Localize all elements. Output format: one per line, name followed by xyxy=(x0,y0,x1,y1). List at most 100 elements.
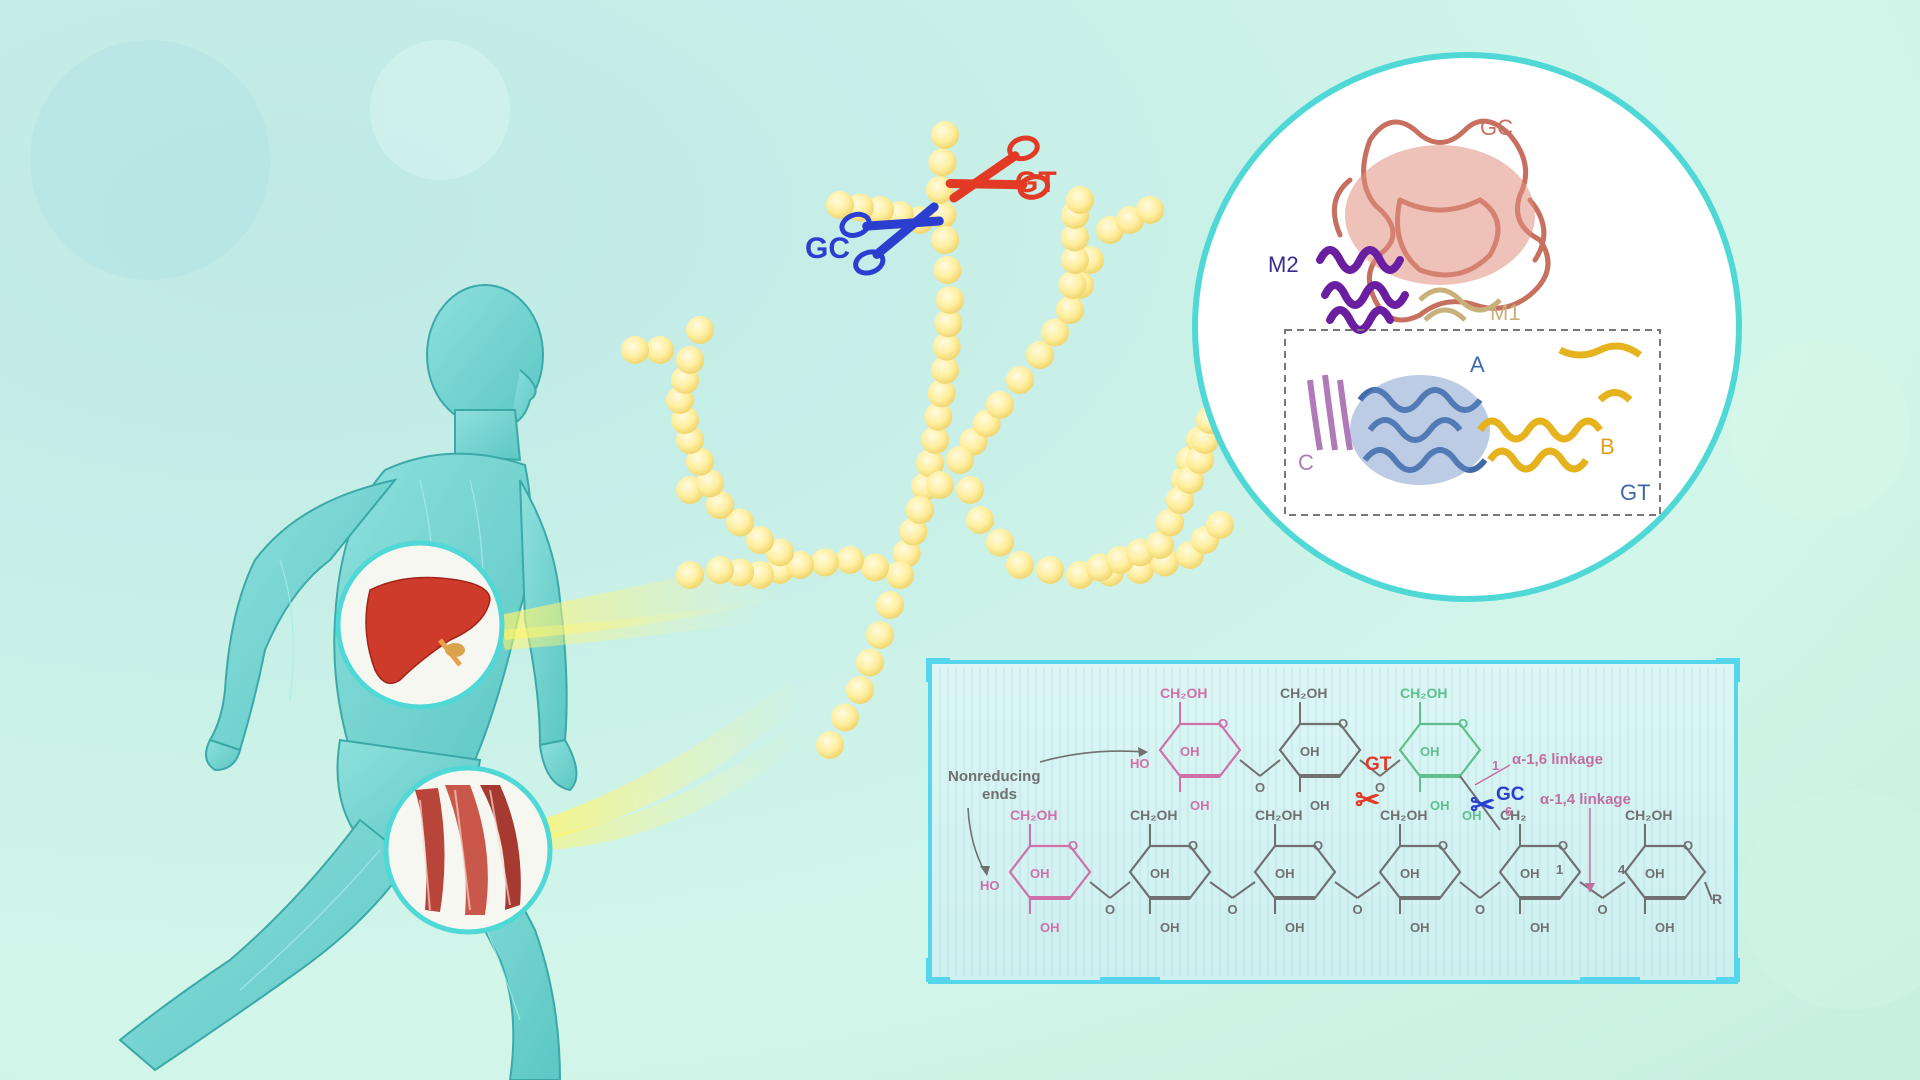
glucose-bead xyxy=(686,447,714,476)
glucose-bead xyxy=(926,471,954,499)
chem-atom: CH₂OH xyxy=(1625,807,1672,823)
glucose-bead xyxy=(936,286,964,314)
chem-labels: Nonreducing ends GT ✂ GC ✂ α-1,6 linkage… xyxy=(948,747,1631,893)
glucose-bead xyxy=(1056,296,1084,324)
glucose-bead xyxy=(1058,271,1087,299)
glucose-bead xyxy=(933,256,962,284)
glucose-bead xyxy=(811,548,839,577)
structure-label-m1: M1 xyxy=(1490,300,1521,325)
gc-cut-label: GC xyxy=(1496,784,1525,805)
glucose-bead xyxy=(726,508,754,537)
gt-cut-scissors-icon: ✂ xyxy=(1355,784,1380,817)
gc-scissors-label: GC xyxy=(805,232,850,265)
chem-atom: O xyxy=(1218,716,1228,731)
glycogen-chemical-panel: OCH₂OHOHOHHOOCH₂OHOHOHOCH₂OHOHOHOCH₂OHOH… xyxy=(926,658,1740,984)
glucose-bead xyxy=(931,356,959,384)
glucose-bead xyxy=(766,538,794,567)
glucose-bead xyxy=(1006,366,1034,394)
glucose-bead xyxy=(1041,318,1069,347)
glucose-bead xyxy=(1206,511,1234,539)
chem-atom: OH xyxy=(1655,920,1675,935)
glucose-bead xyxy=(899,517,928,546)
chem-atom: OH xyxy=(1030,866,1050,881)
structure-label-m2: M2 xyxy=(1268,252,1299,277)
chem-atom: O xyxy=(1188,838,1198,853)
chem-atom: OH xyxy=(1410,920,1430,935)
chem-atom: O xyxy=(1068,838,1078,853)
alpha14-label: α-1,4 linkage xyxy=(1540,791,1631,808)
chem-atom: OH xyxy=(1160,920,1180,935)
glucose-bead xyxy=(946,446,974,474)
glucose-bead xyxy=(1026,341,1054,369)
glucose-bead xyxy=(921,426,949,454)
chem-atom: OH xyxy=(1430,798,1450,813)
gc-cut-scissors-icon: ✂ xyxy=(1470,789,1495,822)
glucose-bead xyxy=(786,551,814,579)
glucose-bead xyxy=(816,731,844,759)
glucose-bead xyxy=(676,346,704,374)
carbon-number: 4 xyxy=(1618,862,1626,877)
glucose-bead xyxy=(621,336,649,364)
glycosidic-oxygen: O xyxy=(1375,780,1385,795)
human-body xyxy=(118,284,578,1080)
glucose-bead xyxy=(1156,508,1184,537)
glucose-bead xyxy=(886,561,914,589)
glycosidic-oxygen: O xyxy=(1475,902,1485,917)
chem-atom: CH₂OH xyxy=(1255,807,1302,823)
gt-cut-label: GT xyxy=(1365,754,1392,775)
glucose-bead xyxy=(1036,556,1064,584)
chem-atom: OH xyxy=(1645,866,1665,881)
glucose-bead xyxy=(1146,531,1174,559)
chem-atom: OH xyxy=(1190,798,1210,813)
glucose-bead xyxy=(866,621,894,649)
chem-atom: CH₂OH xyxy=(1380,807,1427,823)
glucose-bead xyxy=(1006,551,1034,579)
chem-atom: OH xyxy=(1530,920,1550,935)
glucose-bead xyxy=(931,121,959,149)
glucose-bead xyxy=(932,332,961,361)
glucose-bead xyxy=(646,336,674,364)
glucose-bead xyxy=(861,553,889,582)
chem-atom: CH₂ xyxy=(1500,807,1526,823)
gt-scissors-label: GT xyxy=(1015,166,1057,199)
chem-atom: O xyxy=(1683,838,1693,853)
glucose-bead xyxy=(1136,196,1164,224)
liver-icon xyxy=(335,540,505,710)
chem-atom: CH₂OH xyxy=(1160,685,1207,701)
reducing-end-r: R xyxy=(1712,891,1722,907)
gt-scissors-icon xyxy=(945,135,1051,203)
chem-atom: CH₂OH xyxy=(1280,685,1327,701)
protein-structure: GC M2 M1 A B C GT xyxy=(1192,52,1742,602)
glucose-bead xyxy=(916,449,944,478)
nonreducing-label-2: ends xyxy=(982,786,1017,803)
glycosidic-oxygen: O xyxy=(1105,902,1115,917)
glucose-bead xyxy=(706,491,734,519)
muscle-icon xyxy=(383,765,553,935)
structure-label-gc: GC xyxy=(1480,115,1513,140)
glucose-bead xyxy=(746,526,774,554)
glucose-bead xyxy=(826,191,854,219)
chem-atom: HO xyxy=(1130,756,1150,771)
chem-atom: OH xyxy=(1150,866,1170,881)
carbon-number: 1 xyxy=(1556,862,1563,877)
glucose-bead xyxy=(846,676,874,704)
glycogen-molecule xyxy=(621,121,1234,759)
chem-atom: HO xyxy=(980,878,1000,893)
glucose-bead xyxy=(927,379,956,408)
glycosidic-oxygen: O xyxy=(1353,902,1363,917)
chem-atom: O xyxy=(1458,716,1468,731)
structure-label-b: B xyxy=(1600,434,1615,459)
nonreducing-label-1: Nonreducing xyxy=(948,768,1041,785)
chem-atom: OH xyxy=(1275,866,1295,881)
glucose-bead xyxy=(906,496,934,524)
chem-atom: OH xyxy=(1300,744,1320,759)
glucose-bead xyxy=(928,148,957,177)
glucose-bead xyxy=(966,506,994,534)
glucose-bead xyxy=(986,391,1014,419)
glycosidic-oxygen: O xyxy=(1598,902,1608,917)
chem-atom: OH xyxy=(1420,744,1440,759)
alpha16-label: α-1,6 linkage xyxy=(1512,751,1603,768)
glucose-bead xyxy=(931,226,959,254)
glucose-bead xyxy=(831,703,859,732)
